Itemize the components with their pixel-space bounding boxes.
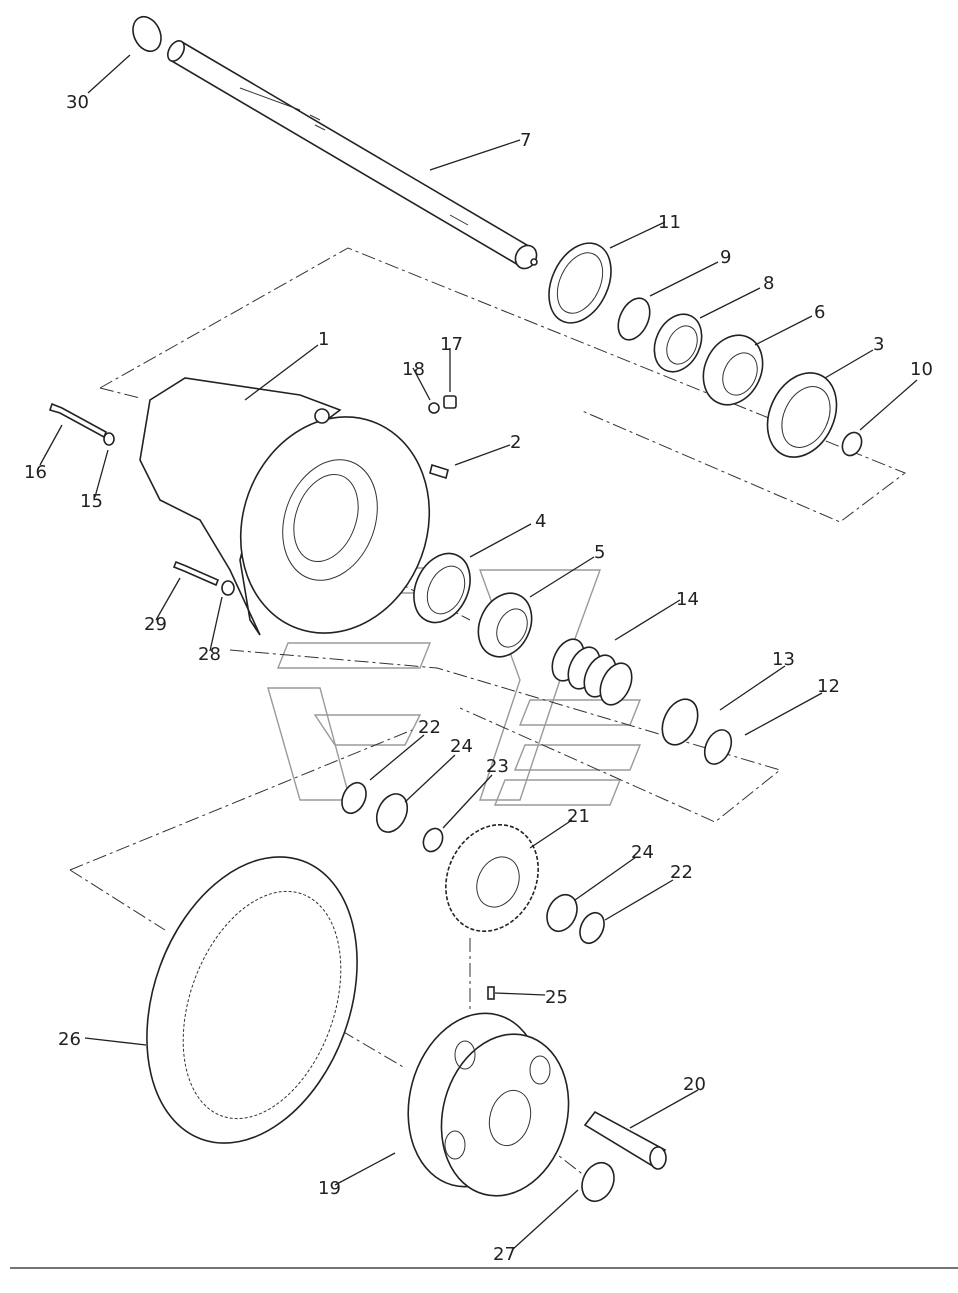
snap-ring-30 xyxy=(132,15,162,53)
leader-lines xyxy=(39,54,918,1251)
snap-ring-12 xyxy=(703,729,733,765)
plug-17 xyxy=(443,395,457,409)
bearing-cup-3 xyxy=(766,372,838,458)
callout-1: 1 xyxy=(318,329,329,350)
callout-labels: 1 2 3 4 5 6 7 8 9 10 11 12 13 14 15 16 1… xyxy=(24,92,933,1265)
callout-6: 6 xyxy=(814,302,825,323)
bearing-cup-8 xyxy=(653,313,703,373)
callout-12: 12 xyxy=(817,676,840,697)
callout-14: 14 xyxy=(676,589,699,610)
callout-4: 4 xyxy=(535,511,546,532)
callout-22-upper: 22 xyxy=(418,717,441,738)
callout-10: 10 xyxy=(910,359,933,380)
callout-21: 21 xyxy=(567,806,590,827)
shims-14 xyxy=(551,638,633,706)
callout-16: 16 xyxy=(24,462,47,483)
o-ring-9 xyxy=(617,297,651,341)
oil-seal-11 xyxy=(548,242,612,324)
spacer-13 xyxy=(661,698,699,746)
planet-pin-20 xyxy=(583,1110,667,1170)
plug-10 xyxy=(841,431,863,457)
callout-26: 26 xyxy=(58,1029,81,1050)
callout-24-upper: 24 xyxy=(450,736,473,757)
callout-2: 2 xyxy=(510,432,521,453)
callout-13: 13 xyxy=(772,649,795,670)
callout-22-lower: 22 xyxy=(670,862,693,883)
ring-gear-26 xyxy=(146,856,358,1144)
pin-25 xyxy=(487,986,495,1000)
snap-ring-22-upper xyxy=(341,781,367,815)
output-shaft-7 xyxy=(167,40,538,270)
callout-8: 8 xyxy=(763,273,774,294)
callout-25: 25 xyxy=(545,987,568,1008)
callout-15: 15 xyxy=(80,491,103,512)
housing-1 xyxy=(139,377,431,636)
callout-11: 11 xyxy=(658,212,681,233)
washer-18 xyxy=(428,402,440,414)
bolt-29 xyxy=(172,560,220,587)
dowel-pin-2 xyxy=(429,463,449,480)
bearing-cone-6 xyxy=(702,334,764,406)
callout-9: 9 xyxy=(720,247,731,268)
planet-gear-21 xyxy=(445,823,539,933)
callout-3: 3 xyxy=(873,334,884,355)
washer-28 xyxy=(221,580,235,596)
washer-15 xyxy=(103,432,115,446)
snap-ring-27 xyxy=(581,1161,615,1203)
callout-18: 18 xyxy=(402,359,425,380)
callout-29: 29 xyxy=(144,614,167,635)
callout-17: 17 xyxy=(440,334,463,355)
callout-20: 20 xyxy=(683,1074,706,1095)
callout-19: 19 xyxy=(318,1178,341,1199)
callout-24-lower: 24 xyxy=(631,842,654,863)
planet-carrier-19 xyxy=(407,1012,570,1197)
callout-30: 30 xyxy=(66,92,89,113)
callout-28: 28 xyxy=(198,644,221,665)
callout-27: 27 xyxy=(493,1244,516,1265)
snap-ring-23 xyxy=(422,827,444,853)
callout-7: 7 xyxy=(520,130,531,151)
needle-bearing-24-upper xyxy=(375,793,409,833)
needle-bearing-24-lower xyxy=(546,893,578,933)
callout-23: 23 xyxy=(486,756,509,777)
callout-5: 5 xyxy=(594,542,605,563)
snap-ring-22-lower xyxy=(579,911,605,945)
